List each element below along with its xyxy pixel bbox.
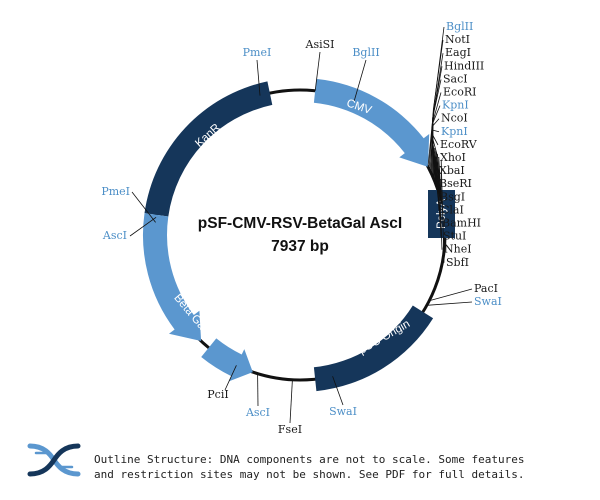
site-label-top: BglII: [352, 46, 379, 59]
site-label-right: KpnI: [441, 125, 468, 138]
site-label-bottom: FseI: [278, 423, 302, 436]
site-label-right: SbfI: [446, 256, 469, 269]
site-leader-line: [431, 118, 440, 182]
site-label-right: StuI: [443, 230, 466, 243]
site-leader-line: [256, 59, 261, 96]
restriction-site-leader-lines: [129, 26, 473, 424]
site-label-left: PmeI: [101, 185, 130, 198]
feature-label-rsv: RSV: [260, 351, 285, 366]
site-leader-line: [431, 79, 442, 176]
feature-rsv-arrow: [201, 338, 253, 382]
site-label-right: BseRI: [439, 177, 472, 190]
dna-helix-logo-icon: [27, 443, 81, 477]
site-leader-line: [440, 159, 445, 263]
site-label-bottom: AscI: [245, 406, 270, 419]
site-label-right: KpnI: [442, 99, 469, 112]
site-label-right: EagI: [445, 46, 471, 59]
site-label-right: BsgI: [440, 190, 465, 203]
site-label-lower-right: PacI: [474, 282, 498, 295]
site-leader-line: [314, 51, 321, 91]
site-leader-line: [434, 147, 441, 211]
site-label-left: AscI: [102, 229, 127, 242]
site-label-right: SacI: [443, 72, 468, 85]
plasmid-name: pSF-CMV-RSV-BetaGal AscI: [198, 215, 402, 232]
site-label-right: NcoI: [441, 112, 468, 125]
site-label-right: ClaI: [441, 203, 464, 216]
site-label-bottom: PciI: [207, 388, 228, 401]
site-leader-line: [129, 216, 157, 237]
site-label-right: NheI: [444, 243, 472, 256]
site-leader-line: [428, 40, 444, 169]
site-label-right: BamHI: [442, 217, 481, 230]
site-label-right: HindIII: [444, 59, 484, 72]
site-leader-line: [224, 365, 237, 391]
feature-beta-gal-arrow: [142, 213, 202, 341]
site-leader-line: [429, 288, 473, 302]
site-label-right: EcoRI: [443, 86, 476, 99]
site-label-right: XbaI: [439, 164, 465, 177]
site-label-top: AsiSI: [305, 38, 335, 51]
footer-line-1: Outline Structure: DNA components are no…: [94, 453, 524, 466]
site-leader-line: [353, 59, 367, 101]
site-label-right: XhoI: [440, 151, 466, 164]
site-leader-line: [426, 301, 473, 306]
site-label-right: EcoRV: [440, 138, 478, 151]
feature-kanr-arc: [144, 81, 273, 217]
site-label-right: NotI: [445, 33, 470, 46]
restriction-sites-right: BglIINotIEagIHindIIISacIEcoRIKpnINcoIKpn…: [439, 20, 484, 269]
site-label-top: PmeI: [243, 46, 272, 59]
site-leader-line: [332, 376, 344, 406]
site-leader-line: [438, 156, 443, 250]
feature-puc-origin-arc: [313, 305, 434, 392]
plasmid-size: 7937 bp: [271, 238, 329, 255]
site-label-bottom: SwaI: [329, 405, 357, 418]
site-label-lower-right: SwaI: [474, 295, 502, 308]
site-leader-line: [131, 191, 156, 223]
site-leader-line: [289, 379, 293, 424]
site-label-right: BglII: [446, 20, 473, 33]
feature-cmv-arrow: [313, 78, 430, 167]
footer-line-2: and restriction sites may not be shown. …: [94, 468, 524, 481]
